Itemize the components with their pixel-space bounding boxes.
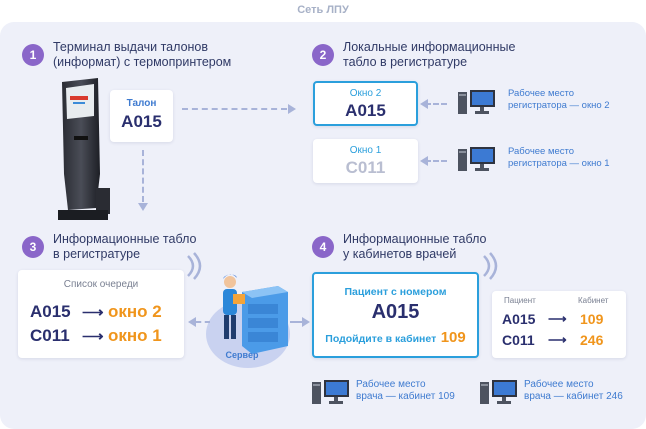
ticket-code: A015 [121,112,162,131]
arrow-right-icon [288,104,296,114]
ticket-label: Талон [126,98,157,109]
column-header-cabinet: Кабинет [578,296,609,305]
column-header-patient: Пациент [504,296,536,305]
arrow-right-icon [302,317,310,327]
cabinet-table-header: Пациент Кабинет [504,296,626,305]
connector-ticket-down [142,150,144,202]
queue-code: C011 [30,326,70,345]
ticket-card: Талон A015 [110,90,173,142]
queue-window: окно 1 [108,326,162,345]
cabinet-row-arrow: ⟶ [548,311,567,326]
doctor-board-invite-row: Подойдите в кабинет 109 [314,329,477,347]
window-2-board: Окно 2 A015 [313,81,418,126]
step-3-text: Информационные табло в регистратуре [53,232,197,261]
wifi-icon [187,252,202,280]
cabinet-row: A015 ⟶ 109 [502,311,626,327]
window-2-label: Окно 2 [349,88,382,99]
server-label: Сервер [225,350,259,360]
doctor-board-cabinet: 109 [440,329,466,346]
kiosk-icon [58,78,110,220]
cabinet-row-arrow: ⟶ [548,332,567,347]
window-1-code: C011 [345,158,386,177]
doctor-board-code: A015 [371,301,420,323]
doctor-board-line1: Пациент с номером [344,286,447,298]
computer-icon [312,380,349,404]
cabinet-row: C011 ⟶ 246 [502,332,626,348]
queue-code: A015 [30,302,71,321]
connector-window-1 [425,160,447,162]
window-1-board: Окно 1 C011 [313,139,418,183]
arrow-left-icon [420,99,428,109]
connector-window-2 [425,103,447,105]
arrow-left-icon [188,317,196,327]
queue-header: Список очереди [63,279,139,290]
queue-row: C011 ⟶ окно 1 [30,326,184,346]
page-title: Сеть ЛПУ [297,4,349,16]
step-4-badge: 4 [312,236,334,258]
queue-arrow: ⟶ [82,304,104,321]
cabinet-row-code: A015 [502,311,536,327]
pc-registrar-1-label: Рабочее место регистратора — окно 1 [508,146,610,169]
connector-server-left [196,321,210,323]
cabinet-row-number: 246 [580,332,604,348]
window-1-label: Окно 1 [349,145,382,156]
window-2-code: A015 [345,101,386,120]
arrow-left-icon [420,156,428,166]
step-4-text: Информационные табло у кабинетов врачей [343,232,487,261]
arrow-down-icon [138,203,148,211]
pc-doctor-246-label: Рабочее место врача — кабинет 246 [524,379,623,402]
pc-registrar-2-label: Рабочее место регистратора — окно 2 [508,88,610,111]
wifi-icon [483,252,498,280]
connector-ticket-to-board [182,108,287,110]
step-2-text: Локальные информационные табло в регистр… [343,40,516,69]
step-3-badge: 3 [22,236,44,258]
queue-board: Список очереди A015 ⟶ окно 2 C011 ⟶ окно… [18,270,184,358]
computer-icon [458,90,495,114]
cabinet-row-number: 109 [580,311,604,327]
queue-window: окно 2 [108,302,162,321]
queue-row: A015 ⟶ окно 2 [30,302,184,322]
pc-doctor-109-label: Рабочее место врача — кабинет 109 [356,379,455,402]
cabinet-row-code: C011 [502,332,535,348]
queue-arrow: ⟶ [82,328,104,345]
computer-icon [458,147,495,171]
step-2-badge: 2 [312,44,334,66]
doctor-board-invite: Подойдите в кабинет [325,333,437,345]
server-icon [206,274,290,368]
cabinet-table: Пациент Кабинет A015 ⟶ 109 C011 ⟶ 246 [492,291,626,358]
computer-icon [480,380,517,404]
step-1-badge: 1 [22,44,44,66]
connector-server-right [290,321,302,323]
doctor-board: Пациент с номером A015 Подойдите в кабин… [312,272,479,358]
step-1-text: Терминал выдачи талонов (информат) с тер… [53,40,232,69]
